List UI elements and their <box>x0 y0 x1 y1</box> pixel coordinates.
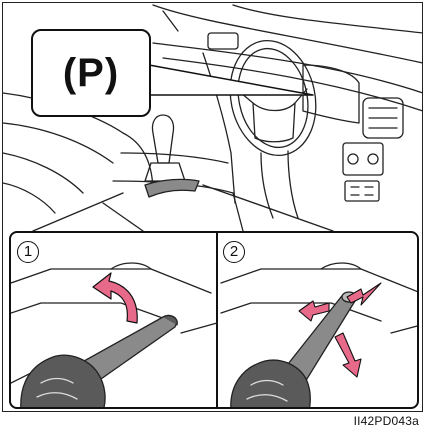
parking-brake-indicator-symbol: (P) <box>33 31 149 115</box>
detail-illustration <box>11 233 419 409</box>
detail-panel: 1 2 <box>9 231 419 409</box>
lower-lever-arrow <box>335 333 361 377</box>
pull-up-arrow <box>93 273 137 323</box>
step-1-number: 1 <box>17 241 39 263</box>
step-2-illustration <box>221 263 419 409</box>
indicator-callout: (P) <box>31 29 151 117</box>
step-2-number: 2 <box>223 241 245 263</box>
figure-code: II42PD043a <box>354 414 419 428</box>
push-button-arrow <box>347 283 381 305</box>
illustration-frame: (P) <box>2 2 423 412</box>
